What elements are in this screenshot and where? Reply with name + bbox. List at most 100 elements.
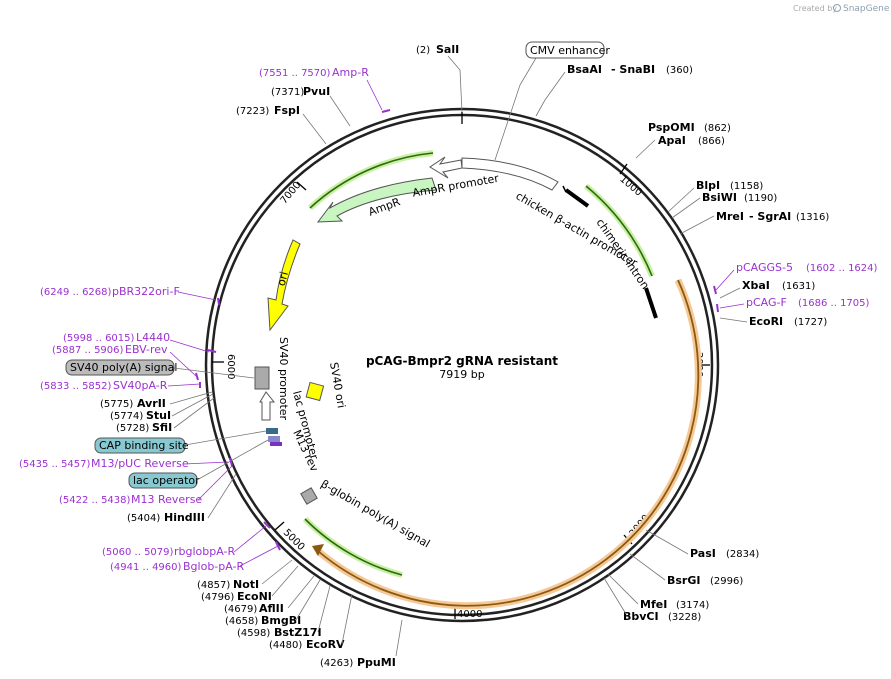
- site-pos: (5775): [100, 399, 133, 410]
- site-pos: (7223): [236, 106, 269, 117]
- site-name-aflii: AflII: [259, 602, 284, 615]
- tick-label: 6000: [225, 354, 236, 379]
- tick-label: 4000: [457, 609, 482, 620]
- site-pos: (7371): [271, 87, 304, 98]
- site-pos: (4658): [225, 616, 258, 627]
- site-name-ecori: EcoRI: [749, 315, 783, 328]
- primer-rbglobpa-r: rbglobpA-R: [174, 545, 235, 558]
- site-name-mfei: MfeI: [640, 598, 667, 611]
- chicken-actin-promoter-arrow: [461, 157, 559, 191]
- site-pos: (3174): [676, 600, 709, 611]
- ampr-arrow: [316, 177, 437, 223]
- site-pos: (862): [704, 123, 731, 134]
- site-name-blpi: BlpI: [696, 179, 720, 192]
- site-pos: (1158): [730, 181, 763, 192]
- primer-ebv-rev: EBV-rev: [125, 343, 168, 356]
- site-name-hindiii: HindIII: [164, 511, 205, 524]
- primer-range: (5060 .. 5079): [102, 547, 174, 558]
- lac-promoter-mark: [268, 436, 280, 442]
- site-name-econi: EcoNI: [237, 590, 272, 603]
- sv40-polya-signal-box: [65, 359, 175, 376]
- site-name-xbai: XbaI: [742, 279, 770, 292]
- site-pos: (1727): [794, 317, 827, 328]
- ampr-promoter-label: AmpR promoter: [411, 172, 500, 200]
- site-pos: (1316): [796, 212, 829, 223]
- sv40-polya-signal-label: SV40 poly(A) signal: [70, 361, 177, 374]
- credit-text: Created by: [793, 4, 837, 13]
- bglobin-polya-box: [300, 487, 318, 505]
- primer-bind-band: [584, 183, 655, 278]
- length-ticks: [212, 112, 710, 619]
- primer-range: (6249 .. 6268): [40, 287, 112, 298]
- primer-pcag-f: pCAG-F: [746, 296, 787, 309]
- site-name-bsrgi: BsrGI: [667, 574, 700, 587]
- cmv-enhancer-label: CMV enhancer: [530, 44, 610, 57]
- site-pos: (2996): [710, 576, 743, 587]
- site-name-sfii: SfiI: [152, 421, 172, 434]
- lac-operator-box: [128, 472, 198, 489]
- primer-l4440: L4440: [136, 331, 170, 344]
- primer-range: (7551 .. 7570): [259, 68, 331, 79]
- site-pos: (1631): [782, 281, 815, 292]
- site-pos: (5404): [127, 513, 160, 524]
- site-name-apai: ApaI: [658, 134, 686, 147]
- site-name-bmgbi: BmgBI: [261, 614, 301, 627]
- site-name-pasi: PasI: [690, 547, 716, 560]
- site-pos: (360): [666, 65, 693, 76]
- chimeric-intron-marks: [564, 188, 658, 319]
- lac-operator-mark: [266, 428, 278, 434]
- sv40-promoter-label: SV40 promoter: [277, 337, 290, 421]
- site-pos: (2834): [726, 549, 759, 560]
- plasmid-length: 7919 bp: [439, 368, 484, 381]
- site-pos: (4679): [224, 604, 257, 615]
- site-pos: (2): [416, 45, 430, 56]
- primer-m13-reverse: M13 Reverse: [131, 493, 202, 506]
- primer-sv40pa-r: SV40pA-R: [113, 379, 168, 392]
- ori-arrow: [267, 239, 301, 332]
- site-name-bsaai: BsaAI: [567, 63, 602, 76]
- ori-label: ori: [275, 270, 291, 287]
- site-pos: (5774): [110, 411, 143, 422]
- site-extra: - SnaBI: [611, 63, 655, 76]
- site-name-bsiwi: BsiWI: [702, 191, 737, 204]
- primer-m13-puc-reverse: M13/pUC Reverse: [91, 457, 189, 470]
- sv40-polya-box: [254, 366, 270, 390]
- site-pos: (4263): [320, 658, 353, 669]
- primer-pcaggs-5: pCAGGS-5: [736, 261, 793, 274]
- cap-binding-site-label: CAP binding site: [99, 439, 189, 452]
- primer-range: (5833 .. 5852): [40, 381, 112, 392]
- m13-rev-mark: [270, 442, 282, 446]
- primer-range: (5998 .. 6015): [63, 333, 135, 344]
- cap-binding-site-box: [94, 437, 186, 454]
- snapgene-logo-icon: [833, 4, 841, 12]
- site-name-bstz17i: BstZ17I: [274, 626, 322, 639]
- plasmid-name: pCAG-Bmpr2 gRNA resistant: [366, 354, 558, 368]
- tick-label: 1000: [617, 174, 644, 199]
- site-name-ecorv: EcoRV: [306, 638, 345, 651]
- site-pos: (3228): [668, 612, 701, 623]
- site-pos: (866): [698, 136, 725, 147]
- credit-brand: SnapGene: [843, 4, 890, 14]
- site-name-sali: SalI: [436, 43, 459, 56]
- ampr-promoter-arrow: [429, 156, 463, 179]
- site-name-pspomi: PspOMI: [648, 121, 695, 134]
- site-name-noti: NotI: [233, 578, 259, 591]
- bglobin-label: β-globin poly(A) signal: [319, 477, 433, 550]
- site-pos: (5728): [116, 423, 149, 434]
- primer-range: (1602 .. 1624): [806, 263, 878, 274]
- site-name-avrii: AvrII: [137, 397, 166, 410]
- primer-range: (4941 .. 4960): [110, 562, 182, 573]
- primer-amp-r: Amp-R: [332, 66, 369, 79]
- primer-pbr322ori-f: pBR322ori-F: [112, 285, 180, 298]
- site-name-bbvci: BbvCI: [623, 610, 659, 623]
- site-extra: - SgrAI: [749, 210, 791, 223]
- site-name-mrei: MreI: [716, 210, 744, 223]
- primer-range: (5435 .. 5457): [19, 459, 91, 470]
- site-name-stui: StuI: [146, 409, 171, 422]
- primer-range: (5422 .. 5438): [59, 495, 131, 506]
- site-name-pvui: PvuI: [303, 85, 330, 98]
- sv40-promoter-arrow: [259, 391, 276, 421]
- site-name-fspi: FspI: [274, 104, 300, 117]
- site-pos: (4857): [197, 580, 230, 591]
